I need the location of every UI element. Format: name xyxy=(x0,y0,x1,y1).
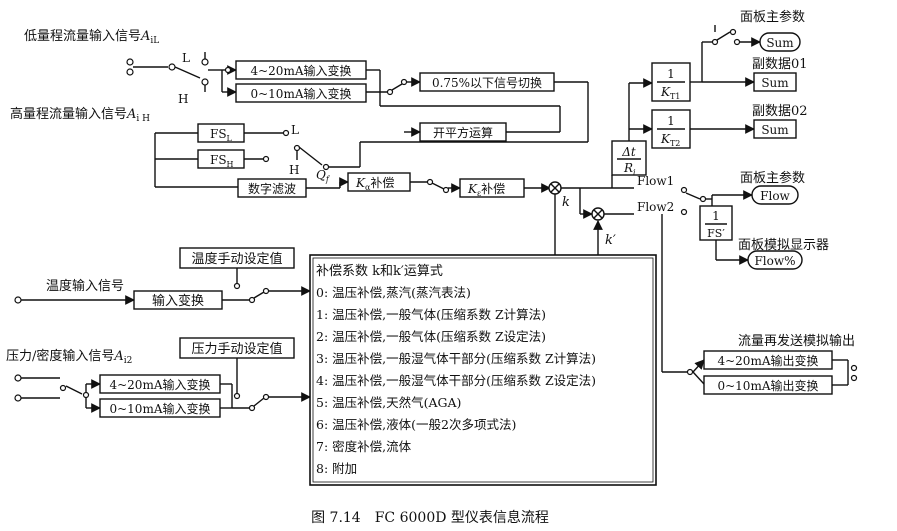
svg-text:0~10mA输入变换: 0~10mA输入变换 xyxy=(109,401,210,416)
comp-table-item: 8: 附加 xyxy=(316,461,357,476)
svg-text:H: H xyxy=(289,163,299,177)
block-k-alpha-compensation: Kα补偿 xyxy=(347,172,411,192)
k-prime-label: k′ xyxy=(605,233,616,248)
block-4-20ma-output: 4~20mA输出变换 xyxy=(703,350,833,370)
block-press-manual: 压力手动设定值 xyxy=(179,337,295,359)
svg-text:L: L xyxy=(182,51,190,65)
compensation-formula-table xyxy=(309,254,657,486)
svg-text:KT2: KT2 xyxy=(660,132,680,148)
sum-sub01-terminal: Sum xyxy=(753,72,797,92)
svg-text:Sum: Sum xyxy=(766,36,794,50)
sum-sub02-terminal: Sum xyxy=(753,119,797,139)
svg-text:0.75%以下信号切换: 0.75%以下信号切换 xyxy=(432,76,542,90)
flow-terminal: Flow xyxy=(751,185,799,205)
panel-main-top-label: 面板主参数 xyxy=(740,9,805,25)
block-signal-switch: 0.75%以下信号切换 xyxy=(419,72,555,92)
svg-text:FS′: FS′ xyxy=(707,227,725,240)
k-label: k xyxy=(562,195,570,210)
block-press-4-20ma-input: 4~20mA输入变换 xyxy=(99,374,221,394)
svg-text:L: L xyxy=(291,123,299,137)
sub-data-02-label: 副数据02 xyxy=(752,104,808,119)
comp-table-item: 6: 温压补偿,液体(一般2次多项式法) xyxy=(316,417,516,432)
panel-analog-label: 面板模拟显示器 xyxy=(738,238,829,253)
comp-table-items: 0: 温压补偿,蒸汽(蒸汽表法) 1: 温压补偿,一般气体(压缩系数 Z计算法) 2… xyxy=(316,285,596,476)
svg-text:H: H xyxy=(178,92,188,106)
svg-text:FSH: FSH xyxy=(210,153,234,169)
comp-table-item: 4: 温压补偿,一般湿气体干部分(压缩系数 Z设定法) xyxy=(316,373,596,388)
svg-text:FSL: FSL xyxy=(210,127,233,143)
comp-table-item: 7: 密度补偿,流体 xyxy=(316,439,412,454)
svg-text:0~10mA输入变换: 0~10mA输入变换 xyxy=(250,86,351,101)
svg-text:4~20mA输入变换: 4~20mA输入变换 xyxy=(109,377,210,392)
svg-text:Kα补偿: Kα补偿 xyxy=(355,175,394,192)
svg-text:Flow: Flow xyxy=(760,189,790,203)
svg-text:4~20mA输入变换: 4~20mA输入变换 xyxy=(250,63,351,78)
high-range-input-label: 高量程流量输入信号Ai H xyxy=(10,106,150,124)
comp-table-item: 3: 温压补偿,一般湿气体干部分(压缩系数 Z计算法) xyxy=(316,351,596,366)
svg-text:Sum: Sum xyxy=(761,123,789,137)
block-1-fs-prime: 1 FS′ xyxy=(699,205,733,241)
panel-main-label: 面板主参数 xyxy=(740,170,805,186)
svg-text:Ri: Ri xyxy=(623,161,636,177)
svg-text:Kε补偿: Kε补偿 xyxy=(467,181,505,198)
svg-text:Sum: Sum xyxy=(761,76,789,90)
temperature-input-label: 温度输入信号 xyxy=(46,278,124,294)
low-range-input-label: 低量程流量输入信号AiL xyxy=(24,28,159,46)
comp-table-item: 0: 温压补偿,蒸汽(蒸汽表法) xyxy=(316,285,471,300)
block-dt-ri: Δt Ri xyxy=(611,140,647,177)
flow2-label: Flow2 xyxy=(637,200,674,214)
block-1-kt2: 1 KT2 xyxy=(651,109,691,149)
multiplier-k-prime xyxy=(591,207,605,221)
block-fs-low: FSL xyxy=(197,123,245,143)
block-press-0-10ma-input: 0~10mA输入变换 xyxy=(99,398,221,418)
block-1-kt1: 1 KT1 xyxy=(651,62,691,102)
retransmit-label: 流量再发送模拟输出 xyxy=(738,333,855,349)
svg-text:Flow%: Flow% xyxy=(754,254,795,268)
low-range-signal-path: L H xyxy=(126,51,237,106)
comp-table-item: 5: 温压补偿,天然气(AGA) xyxy=(316,395,461,410)
block-temp-manual: 温度手动设定值 xyxy=(179,247,295,269)
block-k-epsilon-compensation: Kε补偿 xyxy=(459,178,525,198)
block-0-10ma-output: 0~10mA输出变换 xyxy=(703,375,833,395)
comp-table-item: 2: 温压补偿,一般气体(压缩系数 Z设定法) xyxy=(316,329,546,344)
multiplier-k xyxy=(548,181,562,195)
block-4-20ma-input: 4~20mA输入变换 xyxy=(235,60,367,80)
svg-text:1: 1 xyxy=(667,114,675,128)
sum-main-terminal: Sum xyxy=(759,32,801,52)
block-0-10ma-input: 0~10mA输入变换 xyxy=(235,83,367,103)
pressure-input-label: 压力/密度输入信号Ai2 xyxy=(6,348,132,366)
svg-text:温度手动设定值: 温度手动设定值 xyxy=(191,251,282,267)
svg-text:压力手动设定值: 压力手动设定值 xyxy=(191,341,282,357)
flow1-label: Flow1 xyxy=(637,174,674,188)
svg-text:1: 1 xyxy=(712,209,720,223)
svg-text:1: 1 xyxy=(667,67,675,81)
block-fs-high: FSH xyxy=(197,149,245,169)
comp-table-title: 补偿系数 k和k′运算式 xyxy=(316,264,443,279)
svg-text:Δt: Δt xyxy=(621,145,636,159)
svg-text:开平方运算: 开平方运算 xyxy=(433,125,493,140)
svg-text:KT1: KT1 xyxy=(660,85,680,101)
svg-text:4~20mA输出变换: 4~20mA输出变换 xyxy=(717,353,818,368)
svg-text:数字滤波: 数字滤波 xyxy=(248,181,296,196)
figure-caption: 图 7.14 FC 6000D 型仪表信息流程 xyxy=(311,509,549,526)
block-temp-convert: 输入变换 xyxy=(133,290,223,310)
sub-data-01-label: 副数据01 xyxy=(752,57,808,72)
qf-label: Qf xyxy=(316,168,331,184)
svg-text:输入变换: 输入变换 xyxy=(152,293,204,309)
flow-pct-terminal: Flow% xyxy=(747,250,803,270)
svg-text:0~10mA输出变换: 0~10mA输出变换 xyxy=(717,378,818,393)
block-digital-filter: 数字滤波 xyxy=(237,178,307,198)
block-sqrt: 开平方运算 xyxy=(419,122,507,142)
comp-table-item: 1: 温压补偿,一般气体(压缩系数 Z计算法) xyxy=(316,307,546,322)
